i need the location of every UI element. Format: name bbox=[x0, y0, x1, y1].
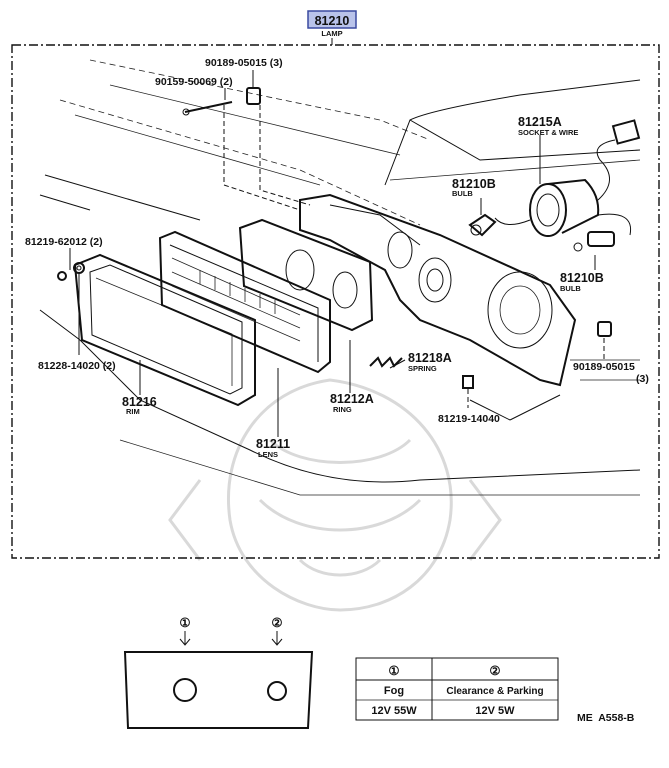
callout-90189-right[interactable]: 90189-05015 (3) bbox=[573, 361, 649, 385]
marker-2: ② bbox=[271, 616, 282, 630]
rim-81216[interactable] bbox=[73, 253, 256, 407]
lamp-housing[interactable] bbox=[299, 193, 577, 387]
screw-90159[interactable] bbox=[182, 101, 233, 116]
svg-text:RING: RING bbox=[333, 405, 352, 414]
callout-81211[interactable]: 81211 LENS bbox=[256, 437, 290, 459]
watermark-emblem bbox=[168, 378, 502, 612]
spec-row2-col2: 12V 5W bbox=[475, 705, 515, 717]
callout-81215a[interactable]: 81215A SOCKET & WIRE bbox=[518, 115, 578, 137]
callout-81219-14040[interactable]: 81219-14040 bbox=[438, 413, 500, 425]
footer-code: ME A558-B bbox=[577, 712, 635, 724]
marker-1: ① bbox=[179, 616, 190, 630]
svg-text:90159-50069 (2): 90159-50069 (2) bbox=[155, 76, 233, 88]
header-part-number-box[interactable]: 81210 bbox=[307, 10, 357, 29]
callout-81212a[interactable]: 81212A RING bbox=[330, 392, 374, 414]
ring-81212a[interactable] bbox=[238, 218, 374, 332]
callout-81219-62012[interactable]: 81219-62012 (2) bbox=[25, 236, 103, 248]
svg-text:81210B: 81210B bbox=[452, 177, 496, 191]
svg-text:81211: 81211 bbox=[256, 437, 290, 451]
bulb-position-inset: ① ② bbox=[123, 616, 314, 729]
clearance-hole bbox=[267, 681, 287, 701]
leader-lines bbox=[69, 70, 605, 437]
svg-text:81218A: 81218A bbox=[408, 351, 452, 365]
svg-text:81212A: 81212A bbox=[330, 392, 374, 406]
clip-90189-right[interactable] bbox=[597, 321, 612, 337]
svg-text:SPRING: SPRING bbox=[408, 364, 437, 373]
callout-81228[interactable]: 81228-14020 (2) bbox=[38, 360, 116, 372]
spec-header-1: ① bbox=[388, 664, 399, 678]
callout-81210b-lower[interactable]: 81210B BULB bbox=[560, 271, 604, 293]
header-part-number: 81210 bbox=[315, 14, 350, 28]
callout-90189-top[interactable]: 90189-05015 (3) bbox=[205, 57, 283, 69]
svg-text:SOCKET & WIRE: SOCKET & WIRE bbox=[518, 128, 578, 137]
spec-header-2: ② bbox=[489, 664, 500, 678]
svg-text:81219-62012 (2): 81219-62012 (2) bbox=[25, 236, 103, 248]
svg-text:LENS: LENS bbox=[258, 450, 278, 459]
spec-row2-col1: 12V 55W bbox=[371, 705, 417, 717]
svg-text:90189-05015 (3): 90189-05015 (3) bbox=[205, 57, 283, 69]
callout-81218a[interactable]: 81218A SPRING bbox=[408, 351, 452, 373]
svg-text:BULB: BULB bbox=[452, 189, 473, 198]
clip-90189-top[interactable] bbox=[246, 87, 261, 105]
callout-90159[interactable]: 90159-50069 (2) bbox=[155, 76, 233, 88]
bulb-81210b-lower[interactable] bbox=[573, 231, 615, 252]
svg-text:81216: 81216 bbox=[122, 395, 157, 409]
spec-row1-col2: Clearance & Parking bbox=[446, 686, 543, 697]
svg-text:81228-14020 (2): 81228-14020 (2) bbox=[38, 360, 116, 372]
callout-81210b-upper[interactable]: 81210B BULB bbox=[452, 177, 496, 198]
screw-81219-14040[interactable] bbox=[462, 375, 474, 389]
vehicle-body-lines bbox=[39, 59, 641, 496]
fog-hole bbox=[173, 678, 197, 702]
svg-text:RIM: RIM bbox=[126, 407, 140, 416]
diagram-frame bbox=[11, 44, 660, 559]
lens-81211[interactable] bbox=[158, 230, 331, 374]
svg-text:81210B: 81210B bbox=[560, 271, 604, 285]
svg-text:90189-05015: 90189-05015 bbox=[573, 361, 635, 373]
callout-81216[interactable]: 81216 RIM bbox=[122, 395, 157, 416]
bulb-81210b-upper[interactable] bbox=[468, 213, 497, 237]
socket-and-wire-81215a[interactable] bbox=[494, 119, 641, 237]
washer-81228[interactable] bbox=[73, 262, 85, 274]
svg-text:BULB: BULB bbox=[560, 284, 581, 293]
spec-table: ① ② Fog Clearance & Parking 12V 55W 12V … bbox=[355, 657, 559, 721]
svg-text:81215A: 81215A bbox=[518, 115, 562, 129]
header-part-name: LAMP bbox=[321, 29, 342, 38]
nut-81219-62012[interactable] bbox=[57, 271, 67, 281]
spec-row1-col1: Fog bbox=[384, 685, 404, 697]
svg-text:(3): (3) bbox=[636, 373, 649, 385]
spring-81218a[interactable] bbox=[369, 356, 403, 368]
inset-panel bbox=[123, 651, 314, 729]
svg-text:81219-14040: 81219-14040 bbox=[438, 413, 500, 425]
